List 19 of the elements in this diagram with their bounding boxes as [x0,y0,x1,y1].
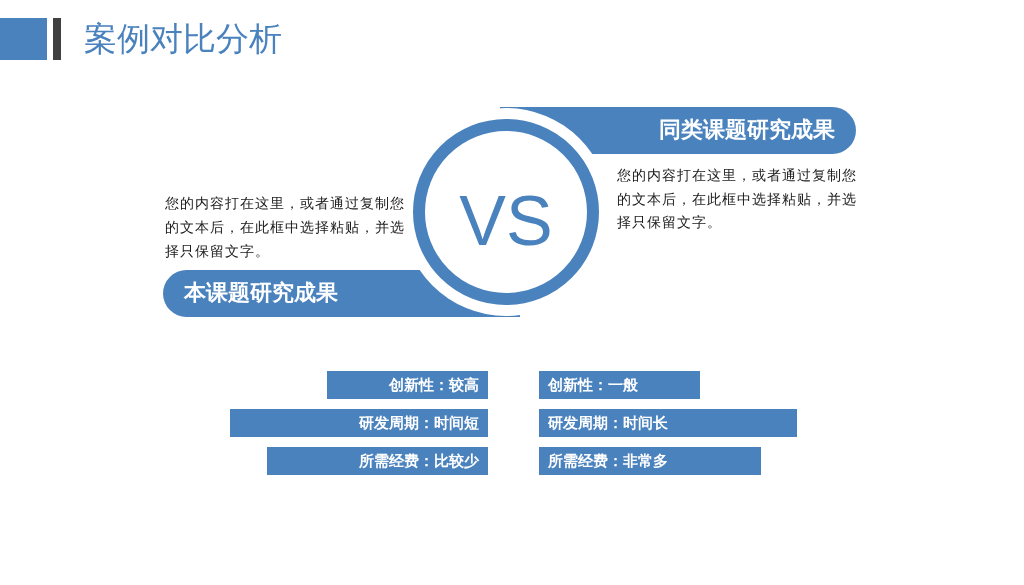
body-paragraph: 您的内容打在这里，或者通过复制您的文本后，在此框中选择粘贴，并选择只保留文字。 [617,166,858,232]
bar-label: 研发周期：时间长 [548,414,668,432]
comparison-bar [327,371,488,399]
comparison-bar [539,371,700,399]
bar-label: 所需经费：非常多 [548,452,668,470]
bar-label: 创新性：较高 [389,376,479,394]
comparison-bar [230,409,488,437]
comparison-bar [539,447,761,475]
page-title: 案例对比分析 [84,18,282,60]
bar-label: 研发周期：时间短 [359,414,479,432]
body-paragraph: 您的内容打在这里，或者通过复制您的文本后，在此框中选择粘贴，并选择只保留文字。 [165,194,406,261]
bar-label: 创新性：一般 [548,376,638,394]
comparison-bar [267,447,488,475]
bar-label: 所需经费：比较少 [359,452,479,470]
comparison-bar [539,409,797,437]
banner-heading: 同类课题研究成果 [659,117,835,144]
heading-banner [163,270,520,317]
vs-text: VS [459,186,553,256]
banner-heading: 本课题研究成果 [184,280,338,307]
